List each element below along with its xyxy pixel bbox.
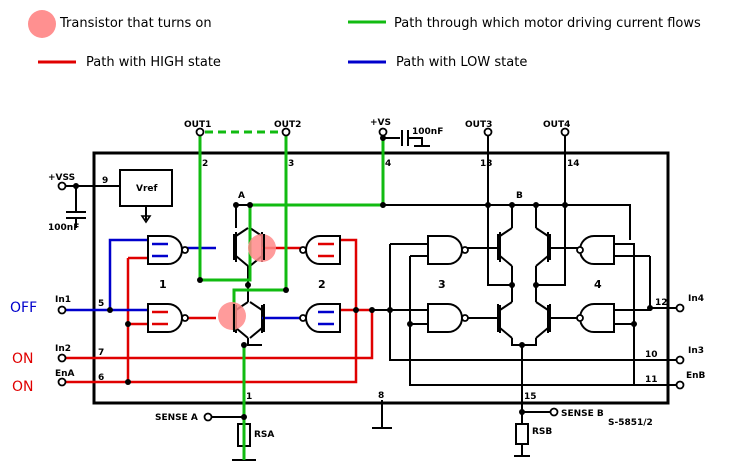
block-3: 3 [438, 278, 446, 291]
transistor-bases [233, 234, 551, 332]
pin-num-14: 14 [567, 159, 580, 169]
label-in2: In2 [55, 344, 71, 354]
label-bridge-a: A [238, 191, 245, 201]
gate-3-top [427, 235, 463, 265]
label-bridge-b: B [516, 191, 523, 201]
label-out1: OUT1 [184, 120, 211, 130]
label-rsb: RSB [532, 427, 552, 437]
label-cap-vs: 100nF [412, 127, 443, 137]
label-rsa: RSA [254, 430, 274, 440]
transistor-on-marker-upper [248, 234, 276, 262]
label-vs: +VS [370, 118, 391, 128]
label-sense-b: SENSE B [561, 409, 604, 419]
gate-4-bottom [579, 303, 615, 333]
legend-blue-text: Path with LOW state [396, 55, 527, 70]
label-in3: In3 [688, 346, 704, 356]
block-2: 2 [318, 278, 326, 291]
label-in1: In1 [55, 295, 71, 305]
block-4: 4 [594, 278, 602, 291]
pin-num-11: 11 [645, 375, 658, 385]
legend-red-text: Path with HIGH state [86, 55, 221, 70]
pin-num-6: 6 [98, 373, 104, 383]
pin-num-3: 3 [288, 159, 294, 169]
block-1: 1 [159, 278, 167, 291]
label-in4: In4 [688, 294, 704, 304]
gate-2-bottom [305, 303, 341, 333]
state-in1: OFF [10, 300, 37, 316]
pin-num-10: 10 [645, 350, 658, 360]
label-enb: EnB [686, 371, 706, 381]
pin-terminals [57, 127, 685, 422]
pin-num-15: 15 [524, 392, 537, 402]
pin-num-5: 5 [98, 299, 104, 309]
legend-on-text: Transistor that turns on [59, 16, 212, 31]
legend-green-text: Path through which motor driving current… [394, 16, 701, 31]
pin-num-1: 1 [246, 392, 252, 402]
transistor-on-marker-lower [218, 302, 246, 330]
junction-dots [73, 135, 653, 420]
pin-num-4: 4 [385, 159, 391, 169]
gate-2-top [305, 235, 341, 265]
label-vss: +VSS [48, 173, 75, 183]
label-out4: OUT4 [543, 120, 570, 130]
pin-num-9: 9 [102, 176, 108, 186]
pin-num-8: 8 [378, 391, 384, 401]
pin-labels: OUT1 OUT2 +VS 100nF OUT3 OUT4 2 3 4 13 1… [48, 118, 706, 440]
input-state-labels: OFF ON ON [10, 300, 37, 395]
pin-num-13: 13 [480, 159, 493, 169]
gate-1-top [147, 235, 183, 265]
state-in2: ON [12, 351, 34, 367]
pin-num-2: 2 [202, 159, 208, 169]
ic-outline [92, 151, 670, 405]
low-state-wiring [62, 238, 330, 326]
legend-on-marker [28, 10, 56, 38]
label-out2: OUT2 [274, 120, 301, 130]
state-ena: ON [12, 379, 34, 395]
pin-num-12: 12 [655, 298, 668, 308]
label-sense-a: SENSE A [155, 413, 198, 423]
gate-4-top [579, 235, 615, 265]
label-part-code: S-5851/2 [608, 418, 653, 428]
gate-input-marks [152, 242, 334, 326]
pin-num-7: 7 [98, 348, 104, 358]
label-vref: Vref [136, 184, 158, 194]
label-ena: EnA [55, 369, 75, 379]
label-out3: OUT3 [465, 120, 492, 130]
gate-1-bottom [147, 303, 183, 333]
label-cap-vss: 100nF [48, 223, 79, 233]
legend: Transistor that turns on Path through wh… [28, 10, 701, 70]
gate-3-bottom [427, 303, 463, 333]
